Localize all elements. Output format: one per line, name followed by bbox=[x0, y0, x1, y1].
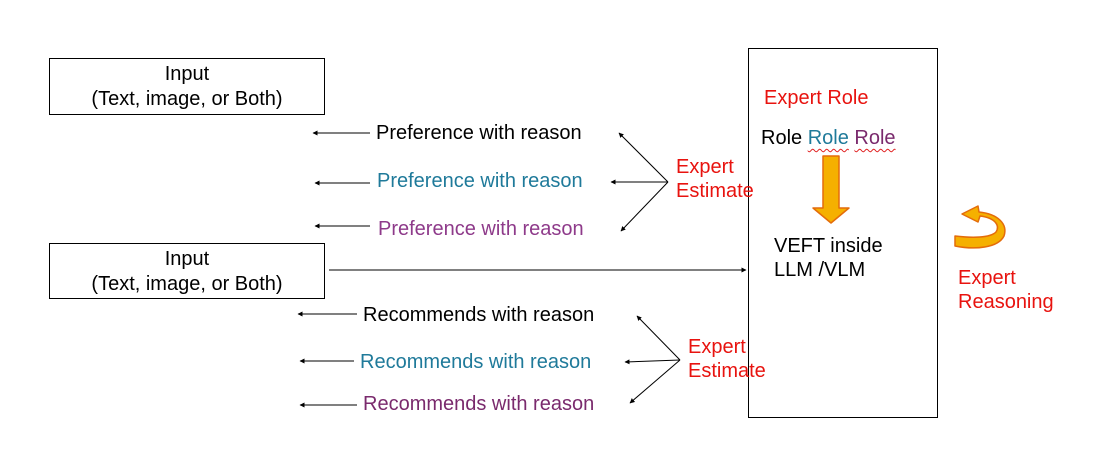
input-box-top-title: Input bbox=[164, 63, 210, 85]
role-label-1: Role bbox=[761, 127, 803, 149]
expert-estimate-bottom: Expert Estimate bbox=[688, 335, 766, 383]
expert-estimate-top-line2: Estimate bbox=[676, 180, 754, 202]
input-box-bottom-subtitle: (Text, image, or Both) bbox=[91, 273, 283, 295]
input-box-top: Input (Text, image, or Both) bbox=[49, 58, 325, 115]
expert-reasoning-label: Expert Reasoning bbox=[958, 266, 1054, 314]
fan-bottom-1 bbox=[636, 315, 681, 361]
model-name-line2: LLM /VLM bbox=[774, 259, 866, 281]
model-name: VEFT inside LLM /VLM bbox=[774, 234, 883, 282]
fan-top-3 bbox=[620, 181, 669, 232]
input-box-bottom: Input (Text, image, or Both) bbox=[49, 243, 325, 299]
expert-estimate-top-line1: Expert bbox=[676, 156, 734, 178]
recommend-item-2: Recommends with reason bbox=[360, 351, 592, 373]
fan-bottom-3 bbox=[629, 359, 681, 404]
expert-estimate-bottom-line2: Estimate bbox=[688, 360, 766, 382]
fan-bottom-2 bbox=[624, 359, 681, 365]
expert-estimate-top: Expert Estimate bbox=[676, 155, 754, 203]
recommend-item-3: Recommends with reason bbox=[363, 393, 595, 415]
curved-loop-arrow-icon bbox=[954, 205, 1006, 249]
input-box-bottom-title: Input bbox=[164, 248, 210, 270]
role-label-2: Role bbox=[807, 127, 849, 149]
role-row: Role Role Role bbox=[761, 126, 896, 150]
expert-reasoning-line2: Reasoning bbox=[958, 291, 1054, 313]
expert-role-title: Expert Role bbox=[764, 87, 869, 109]
model-box bbox=[748, 48, 938, 418]
input-box-top-subtitle: (Text, image, or Both) bbox=[91, 88, 283, 110]
expert-estimate-bottom-line1: Expert bbox=[688, 336, 746, 358]
recommend-item-1: Recommends with reason bbox=[363, 304, 595, 326]
preference-item-1: Preference with reason bbox=[376, 122, 582, 144]
fan-top-1 bbox=[618, 132, 669, 183]
model-name-line1: VEFT inside bbox=[774, 235, 883, 257]
role-label-3: Role bbox=[854, 127, 896, 149]
preference-item-2: Preference with reason bbox=[377, 170, 583, 192]
down-block-arrow-icon bbox=[812, 155, 850, 224]
preference-item-3: Preference with reason bbox=[378, 218, 584, 240]
expert-reasoning-line1: Expert bbox=[958, 267, 1016, 289]
